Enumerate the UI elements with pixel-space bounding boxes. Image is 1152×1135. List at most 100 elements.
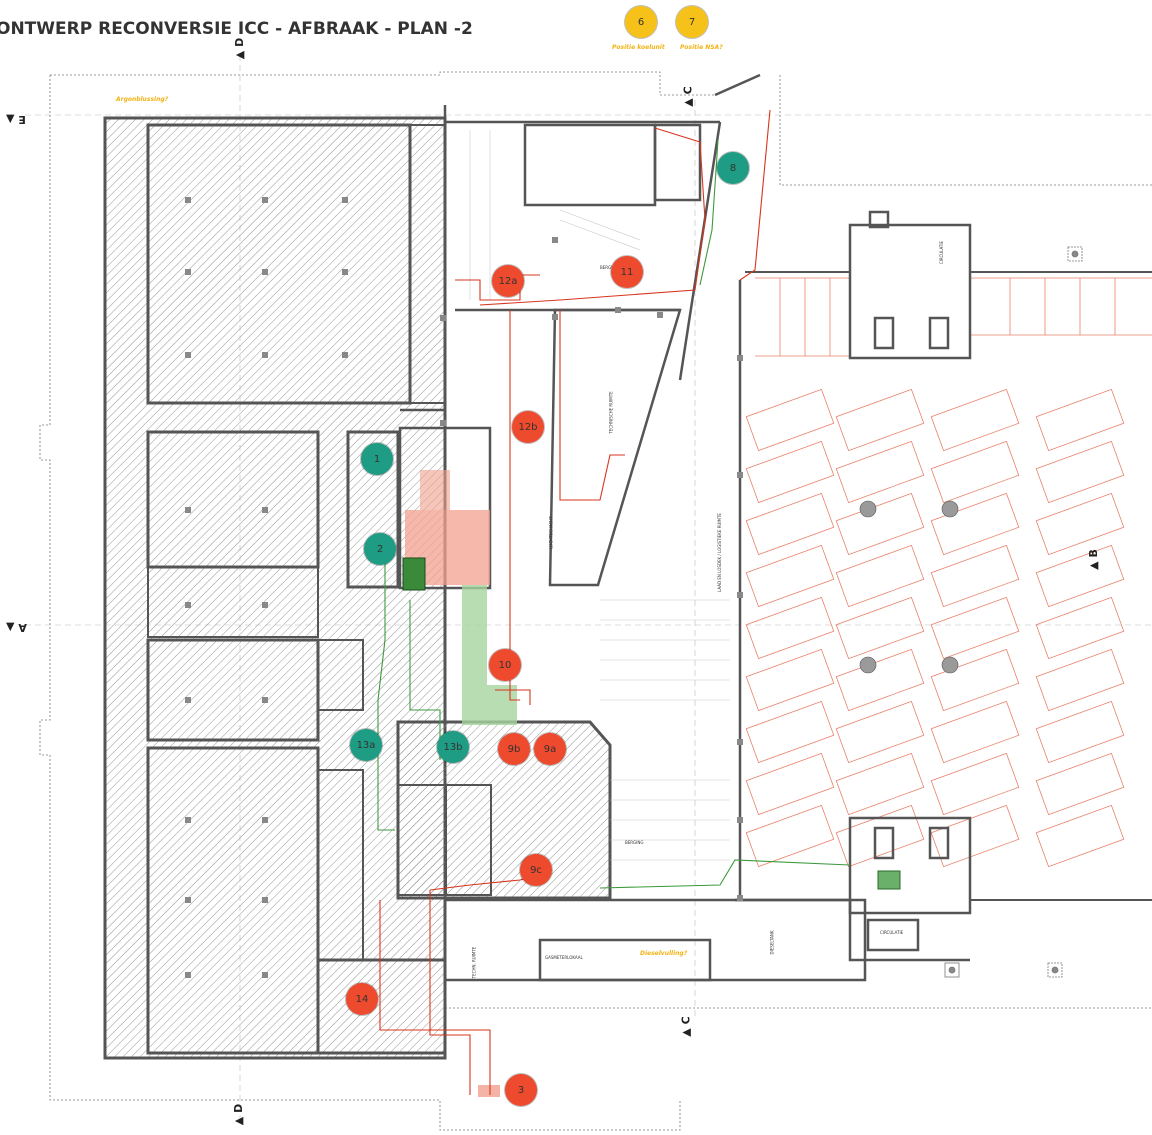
parking-stall (1035, 752, 1125, 816)
central-walls (398, 73, 970, 982)
pillar (262, 269, 268, 275)
marker-9b[interactable]: 9b (498, 733, 530, 765)
pillar (737, 472, 743, 478)
parking-stall (930, 544, 1020, 608)
pillar (262, 817, 268, 823)
circulation-cores (848, 210, 972, 952)
marker-2[interactable]: 2 (364, 533, 396, 565)
parking-stall (1035, 804, 1125, 868)
marker-1[interactable]: 1 (361, 443, 393, 475)
pillar (185, 697, 191, 703)
parking-stall (930, 700, 1020, 764)
parking-stall (1035, 648, 1125, 712)
parking-stall (835, 544, 925, 608)
pillar (737, 739, 743, 745)
room-label-berging-2: BERGING (625, 840, 644, 845)
axis-label-c-top: ▲ C (681, 86, 695, 107)
parking-stall (745, 492, 835, 556)
pillar (262, 972, 268, 978)
parking-stall (835, 388, 925, 452)
marker-10[interactable]: 10 (489, 649, 521, 681)
axis-label-e: E ▲ (6, 113, 26, 126)
pillar (185, 507, 191, 513)
pillar (737, 592, 743, 598)
note-positie-koelunit: Positie koelunit (612, 44, 665, 51)
plan-title: ONTWERP RECONVERSIE ICC - AFBRAAK - PLAN… (0, 19, 473, 39)
axis-label-c-bottom: ▲ C (679, 1016, 693, 1037)
parking-stall (1035, 544, 1125, 608)
room-label-berging: BERGING (600, 265, 619, 270)
pillar (185, 972, 191, 978)
axis-label-d-top: ▲ D (233, 37, 247, 60)
room-label-dieseltank: DIESELTANK (769, 930, 775, 955)
room-label-laad-en-losdek: LAAD EN LOSDEK / LOGISTIEKE RUIMTE (716, 513, 722, 592)
pillar (185, 352, 191, 358)
note-positie-nsa: Positie NSA? (680, 44, 723, 51)
pillar (342, 269, 348, 275)
axis-label-b: ▲ B (1086, 549, 1100, 570)
parking-stall (745, 388, 835, 452)
marker-9a[interactable]: 9a (534, 733, 566, 765)
parking-stall (835, 752, 925, 816)
parking-stall (835, 700, 925, 764)
symbol-markers (944, 246, 1083, 978)
pillar (185, 269, 191, 275)
pillars (185, 197, 743, 978)
pillar (262, 507, 268, 513)
parking-stall (930, 596, 1020, 660)
parking-stall (745, 440, 835, 504)
marker-12a[interactable]: 12a (492, 265, 524, 297)
marker-13b[interactable]: 13b (437, 731, 469, 763)
green-box-core (877, 870, 901, 890)
room-label-techn-ruimte: TECHN. RUIMTE (471, 946, 477, 979)
pillar (737, 817, 743, 823)
parking-stall (1035, 388, 1125, 452)
pillar (737, 355, 743, 361)
pillar (552, 237, 558, 243)
parking-stall (745, 700, 835, 764)
room-label-circulatie-2: CIRCULATIE (880, 930, 904, 935)
marker-8[interactable]: 8 (717, 152, 749, 184)
parking-stall (930, 648, 1020, 712)
pillar (657, 312, 663, 318)
pillar (262, 697, 268, 703)
marker-14[interactable]: 14 (346, 983, 378, 1015)
marker-13a[interactable]: 13a (350, 729, 382, 761)
marker-6[interactable]: 6 (625, 6, 657, 38)
marker-12b[interactable]: 12b (512, 411, 544, 443)
room-label-technische-ruimte: TECHNISCHE RUIMTE (608, 391, 614, 434)
axis-label-d-bottom: ▲ D (232, 1103, 246, 1126)
parking-area-right (745, 271, 1152, 901)
pillar (615, 307, 621, 313)
pillar (262, 897, 268, 903)
red-pipes (379, 109, 771, 1095)
parking-stall (1035, 440, 1125, 504)
hatched-zone-left (103, 116, 447, 1060)
pillar (552, 314, 558, 320)
dotted-perimeter (39, 71, 1152, 1131)
pillar (185, 197, 191, 203)
marker-11[interactable]: 11 (611, 256, 643, 288)
marker-3[interactable]: 3 (505, 1074, 537, 1106)
pillar (342, 197, 348, 203)
pillar (262, 602, 268, 608)
pillar (185, 897, 191, 903)
parking-stall (835, 596, 925, 660)
pillar (737, 895, 743, 901)
note-dieselvulling: Dieselvulling? (640, 950, 688, 957)
pillar (185, 817, 191, 823)
parking-stall (1035, 700, 1125, 764)
marker-9c[interactable]: 9c (520, 854, 552, 886)
pillar (262, 197, 268, 203)
pillar (440, 315, 446, 321)
pillar (342, 352, 348, 358)
parking-stall (745, 596, 835, 660)
parking-stall (1035, 596, 1125, 660)
parking-stall (745, 752, 835, 816)
green-pipes (377, 139, 851, 889)
marker-7[interactable]: 7 (676, 6, 708, 38)
room-label-gasmeter: GASMETERLOKAAL (545, 955, 583, 960)
hatched-zone-middle (396, 720, 612, 900)
room-label-circulatie-1: CIRCULATIE (939, 240, 945, 265)
